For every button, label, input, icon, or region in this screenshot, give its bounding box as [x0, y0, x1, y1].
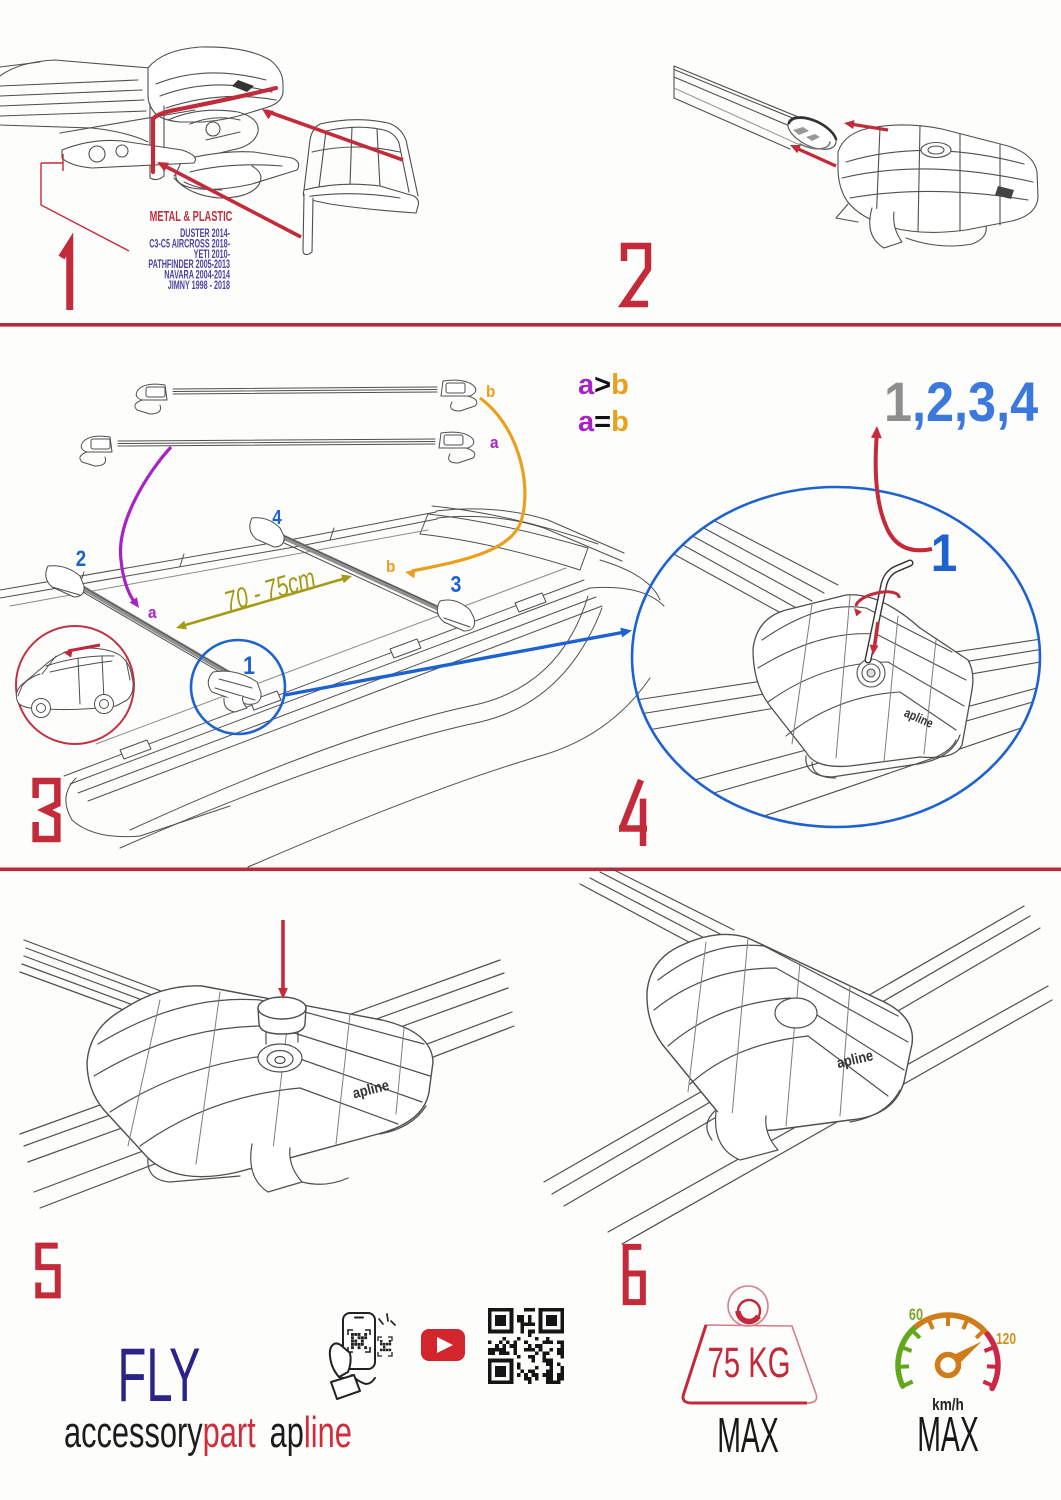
svg-text:b: b — [486, 382, 495, 401]
svg-text:b: b — [386, 557, 395, 576]
svg-text:km/h: km/h — [932, 1396, 964, 1415]
svg-text:C3-C5 AIRCROSS 2018-: C3-C5 AIRCROSS 2018- — [149, 238, 230, 251]
svg-text:3: 3 — [451, 572, 462, 598]
svg-text:1: 1 — [931, 523, 958, 583]
svg-text:a: a — [148, 603, 157, 622]
svg-text:60: 60 — [909, 1305, 923, 1324]
svg-text:FLY: FLY — [118, 1334, 201, 1418]
svg-text:2: 2 — [76, 548, 86, 572]
svg-text:MAX: MAX — [917, 1408, 979, 1462]
svg-text:a: a — [490, 433, 499, 452]
svg-text:1: 1 — [243, 651, 255, 679]
svg-text:MAX: MAX — [717, 1409, 779, 1463]
svg-text:JIMNY 1998 - 2018: JIMNY 1998 - 2018 — [168, 279, 231, 292]
svg-text:NAVARA 2004-2014: NAVARA 2004-2014 — [164, 269, 230, 282]
svg-text:a>b: a>b — [578, 369, 629, 401]
svg-text:75 KG: 75 KG — [708, 1338, 791, 1386]
svg-text:METAL & PLASTIC: METAL & PLASTIC — [150, 208, 233, 225]
svg-text:PATHFINDER 2005-2013: PATHFINDER 2005-2013 — [148, 258, 230, 271]
svg-text:4: 4 — [272, 506, 282, 529]
svg-text:1,2,3,4: 1,2,3,4 — [884, 372, 1038, 434]
svg-text:a=b: a=b — [578, 406, 629, 438]
svg-text:DUSTER 2014-: DUSTER 2014- — [180, 227, 230, 240]
svg-text:YETI 2010-: YETI 2010- — [194, 248, 230, 261]
svg-text:120: 120 — [996, 1329, 1016, 1347]
